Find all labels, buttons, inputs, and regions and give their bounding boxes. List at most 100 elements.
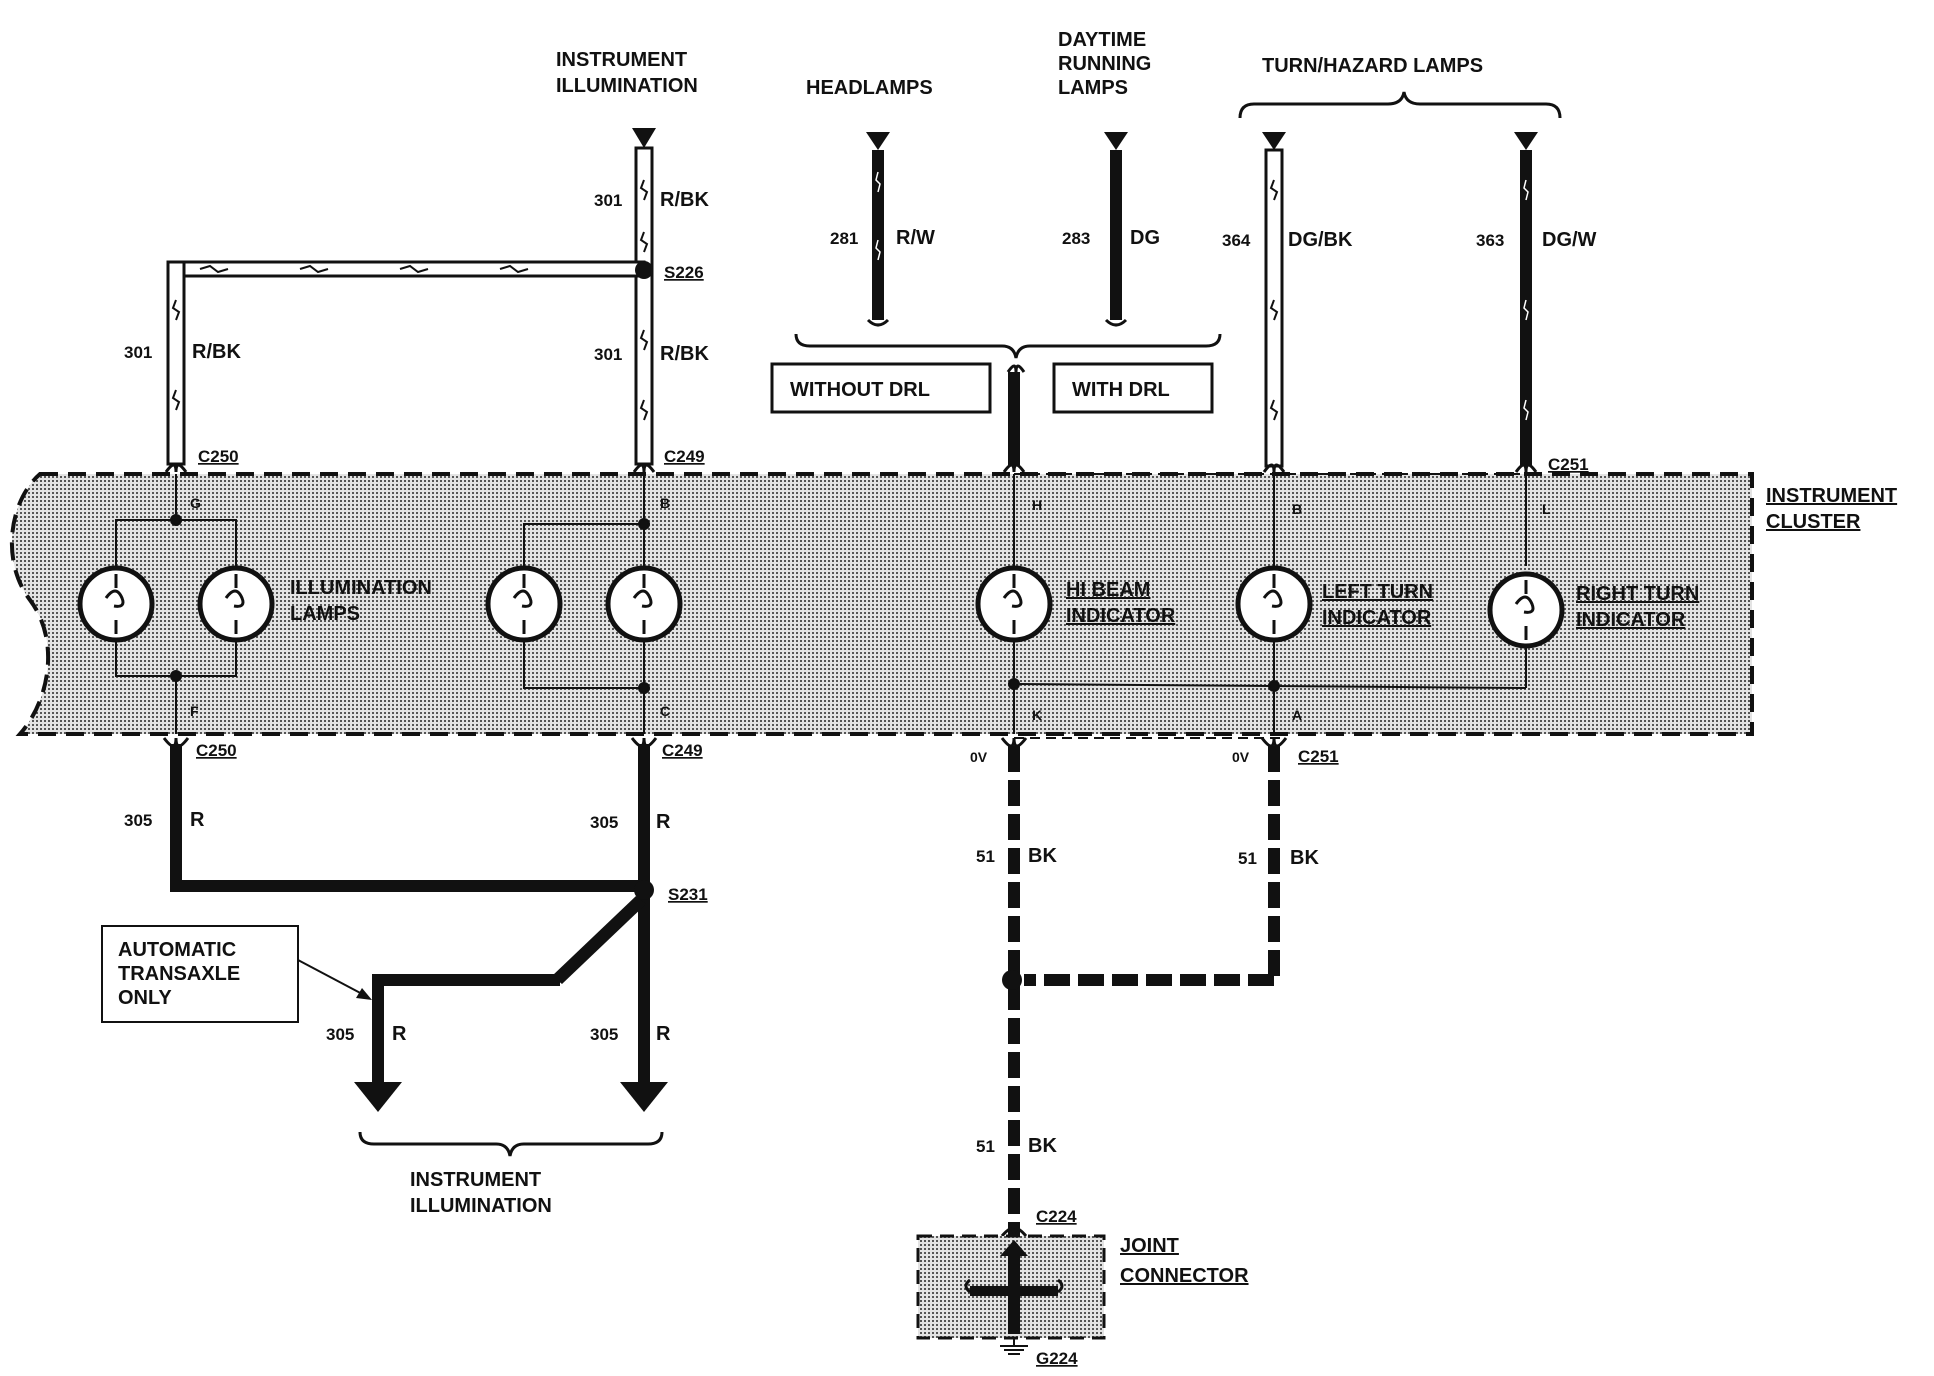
illumination-lamps-left-pair xyxy=(115,474,237,734)
w305-mid-circuit: 305 xyxy=(590,813,618,832)
pin-h: H xyxy=(1032,497,1042,513)
connector-hi-beam-top xyxy=(1002,463,1026,473)
c251-bottom-label: C251 xyxy=(1298,747,1339,766)
c224-label: C224 xyxy=(1036,1207,1077,1226)
pin-k: K xyxy=(1032,707,1042,723)
w51-right-circuit: 51 xyxy=(1238,849,1257,868)
instrument-illumination-bottom-brace xyxy=(358,1131,664,1157)
voltage-ov-right: 0V xyxy=(1232,749,1250,765)
ground-splice-dot xyxy=(1002,970,1022,990)
arrow-head-301 xyxy=(632,128,656,148)
instrument-cluster-label: INSTRUMENT CLUSTER xyxy=(1766,485,1897,533)
pin-b2: B xyxy=(1292,501,1302,517)
w301-left-circuit: 301 xyxy=(124,343,152,362)
circuit-363 xyxy=(1514,132,1538,466)
connector-left-turn-bottom xyxy=(1260,737,1288,748)
instrument-cluster-boundary xyxy=(9,472,1754,736)
left-turn-indicator-lamp xyxy=(1235,565,1313,643)
circuit-51 xyxy=(1008,746,1280,1242)
pin-a: A xyxy=(1292,707,1302,723)
joint-connector-label-1: JOINT xyxy=(1120,1235,1179,1257)
hi-beam-label-2: INDICATOR xyxy=(1066,605,1176,627)
note-line-1: AUTOMATIC xyxy=(118,939,236,961)
drl-label-1: DAYTIME xyxy=(1058,29,1146,51)
pin-b1: B xyxy=(660,495,670,511)
hi-beam-label-1: HI BEAM xyxy=(1066,579,1150,601)
w301-mid-color: R/BK xyxy=(660,343,709,365)
w364-circuit: 364 xyxy=(1222,231,1251,250)
splice-s226-dot xyxy=(635,261,653,279)
note-leader-arrow xyxy=(356,988,372,1000)
w363-circuit: 363 xyxy=(1476,231,1504,250)
instrument-illumination-top-label-2: ILLUMINATION xyxy=(556,75,698,97)
w281-circuit: 281 xyxy=(830,229,858,248)
w301-mid-circuit: 301 xyxy=(594,345,622,364)
turn-hazard-label: TURN/HAZARD LAMPS xyxy=(1262,55,1483,77)
without-drl-label: WITHOUT DRL xyxy=(790,379,930,401)
illumination-lamps-label-2: LAMPS xyxy=(290,603,360,625)
connector-right-turn-top xyxy=(1514,463,1538,473)
headlamp-feed-wire xyxy=(1008,372,1020,466)
cluster-label-line2: CLUSTER xyxy=(1766,511,1861,533)
instrument-illumination-bottom-label-1: INSTRUMENT xyxy=(410,1169,541,1191)
w301-top-circuit: 301 xyxy=(594,191,622,210)
right-turn-label-2: INDICATOR xyxy=(1576,609,1686,631)
w283-color: DG xyxy=(1130,227,1160,249)
w281-color: R/W xyxy=(896,227,935,249)
c249-top-label: C249 xyxy=(664,447,705,466)
right-turn-indicator-lamp xyxy=(1487,571,1565,649)
voltage-ov-left: 0V xyxy=(970,749,988,765)
illumination-lamp-4 xyxy=(605,565,683,643)
illumination-lamp-2 xyxy=(197,565,275,643)
ground-symbol xyxy=(1000,1338,1028,1355)
connector-hi-beam-bottom xyxy=(1000,737,1028,748)
with-drl-box xyxy=(1052,362,1214,414)
cluster-label-line1: INSTRUMENT xyxy=(1766,485,1897,507)
pin-g: G xyxy=(190,495,201,511)
drl-brace xyxy=(794,333,1222,359)
without-drl-box xyxy=(770,362,992,414)
c251-top-label: C251 xyxy=(1548,455,1589,474)
pin-c: C xyxy=(660,703,670,719)
drl-label-3: LAMPS xyxy=(1058,77,1128,99)
c250-bottom-label: C250 xyxy=(196,741,237,760)
instrument-illumination-bottom-label-2: ILLUMINATION xyxy=(410,1195,552,1217)
pin-l: L xyxy=(1542,501,1551,517)
w51-left-color: BK xyxy=(1028,845,1057,867)
drl-label-2: RUNNING xyxy=(1058,53,1151,75)
turn-hazard-brace xyxy=(1238,91,1562,119)
w283-circuit: 283 xyxy=(1062,229,1090,248)
illumination-lamps-label-1: ILLUMINATION xyxy=(290,577,432,599)
w305-auto-color: R xyxy=(392,1023,407,1045)
with-drl-label: WITH DRL xyxy=(1072,379,1170,401)
c249-bottom-label: C249 xyxy=(662,741,703,760)
circuit-364 xyxy=(1262,132,1286,468)
w51-low-circuit: 51 xyxy=(976,1137,995,1156)
connector-c249-top xyxy=(632,463,656,473)
w301-left-color: R/BK xyxy=(192,341,241,363)
headlamps-label: HEADLAMPS xyxy=(806,77,933,99)
joint-connector-symbol xyxy=(964,1240,1064,1334)
w51-left-circuit: 51 xyxy=(976,847,995,866)
left-turn-label-2: INDICATOR xyxy=(1322,607,1432,629)
connector-c250-bottom xyxy=(162,737,190,748)
w305-low-circuit: 305 xyxy=(590,1025,618,1044)
automatic-transaxle-note-box xyxy=(101,925,299,1023)
illumination-lamp-1 xyxy=(77,565,155,643)
w363-color: DG/W xyxy=(1542,229,1597,251)
w305-mid-color: R xyxy=(656,811,671,833)
note-line-2: TRANSAXLE xyxy=(118,963,240,985)
connector-left-turn-top xyxy=(1262,463,1286,473)
illumination-lamp-3 xyxy=(485,565,563,643)
w305-low-color: R xyxy=(656,1023,671,1045)
circuit-305 xyxy=(170,744,668,1112)
connector-c249-bottom xyxy=(630,737,658,748)
splice-s226-label: S226 xyxy=(664,263,704,282)
pin-f: F xyxy=(190,703,199,719)
instrument-illumination-top-label-1: INSTRUMENT xyxy=(556,49,687,71)
w51-right-color: BK xyxy=(1290,847,1319,869)
w305-auto-circuit: 305 xyxy=(326,1025,354,1044)
w301-top-color: R/BK xyxy=(660,189,709,211)
left-turn-label-1: LEFT TURN xyxy=(1322,581,1433,603)
